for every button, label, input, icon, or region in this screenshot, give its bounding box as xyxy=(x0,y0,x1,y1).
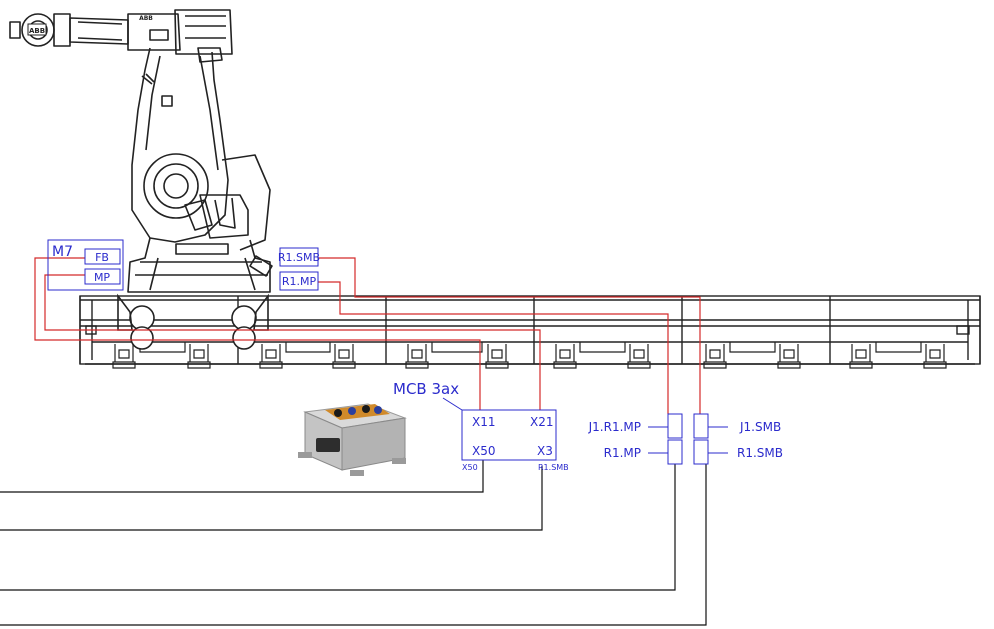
mcb-title: MCB 3ax xyxy=(393,380,459,398)
x50-small-label: X50 xyxy=(462,463,478,472)
r1-mp-label: R1.MP xyxy=(282,275,317,288)
r1-smb-small-label: R1.SMB xyxy=(538,463,569,472)
conn-r1-smb-label: R1.SMB xyxy=(737,446,783,460)
j1-smb-label: J1.SMB xyxy=(739,420,781,434)
j1-connectors xyxy=(648,413,728,465)
red-cables xyxy=(34,257,701,414)
j1-r1-mp-label: J1.R1.MP xyxy=(588,420,641,434)
robot-drawing xyxy=(9,9,273,293)
x50-label: X50 xyxy=(472,444,496,458)
abb-logo-arm: ABB xyxy=(139,15,153,22)
track-feet xyxy=(112,342,947,369)
abb-logo-plate xyxy=(27,23,47,36)
fb-label: FB xyxy=(95,251,109,264)
mcb-photo xyxy=(290,400,410,480)
black-cables xyxy=(0,460,707,626)
r1-mp-box xyxy=(279,271,319,291)
m7-label: M7 xyxy=(52,244,73,260)
conn-r1-mp-label: R1.MP xyxy=(604,446,641,460)
r1-smb-label: R1.SMB xyxy=(278,251,320,264)
mp-label: MP xyxy=(94,271,110,284)
mcb-box xyxy=(461,409,557,461)
x3-label: X3 xyxy=(537,444,553,458)
abb-logo-text: ABB xyxy=(29,27,45,35)
mcb-leader-line xyxy=(442,397,463,411)
carriage-wheels xyxy=(117,293,269,350)
r1-smb-box xyxy=(279,247,319,267)
x21-label: X21 xyxy=(530,415,554,429)
m7-motor-box xyxy=(47,239,124,291)
x11-label: X11 xyxy=(472,415,496,429)
